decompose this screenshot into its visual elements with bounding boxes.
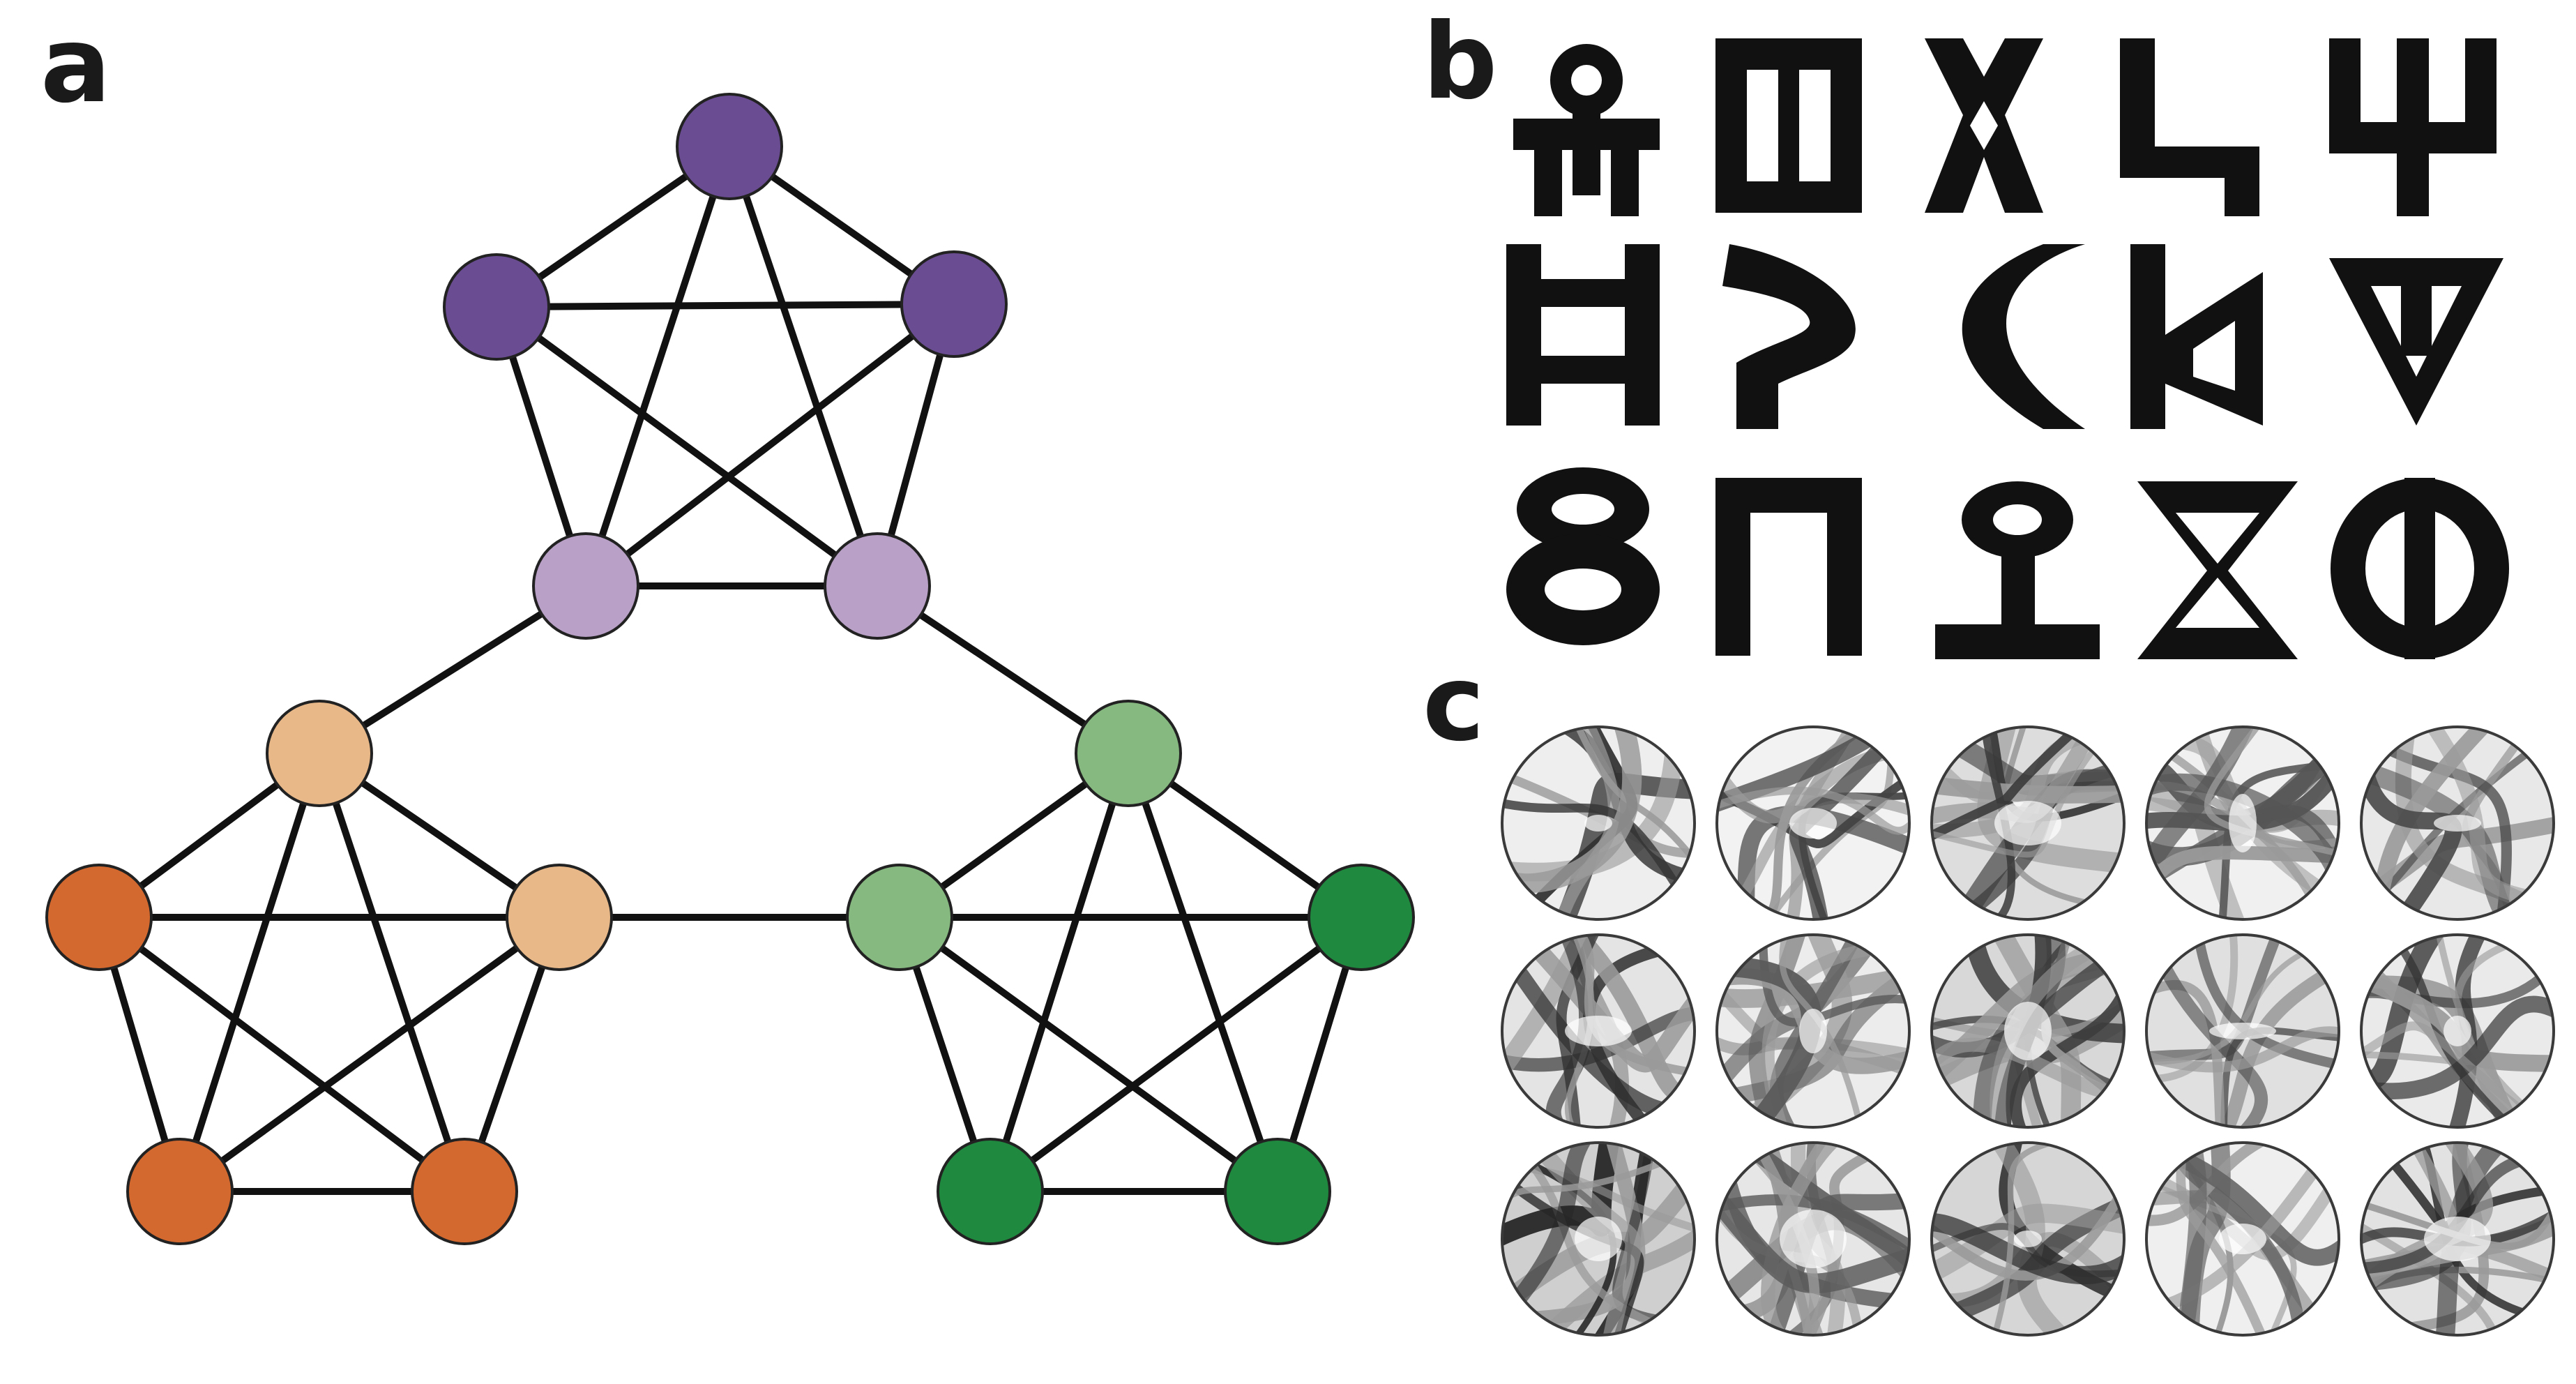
- node-purple-p2: [443, 253, 550, 361]
- edge-o1-o4: [176, 750, 323, 1195]
- texture-1: [1501, 725, 1696, 921]
- figure-eight-glyph: [1506, 467, 1660, 645]
- phi-glyph: [2331, 478, 2509, 659]
- symbol-grid: [1506, 38, 2509, 659]
- flag-glyph: [2130, 244, 2263, 429]
- texture-14: [2145, 1141, 2340, 1337]
- node-orange-o3: [506, 864, 613, 971]
- edge-g1-g5: [1125, 750, 1281, 1195]
- texture-6: [1501, 933, 1696, 1129]
- panel-label-a: a: [40, 5, 111, 126]
- h-glyph: [1506, 244, 1660, 426]
- node-orange-o4: [126, 1138, 234, 1245]
- node-purple-p3: [900, 250, 1008, 358]
- texture-4: [2145, 725, 2340, 921]
- edge-p3-p4: [582, 301, 957, 589]
- texture-13: [1930, 1141, 2126, 1337]
- texture-3: [1930, 725, 2126, 921]
- ankh-glyph: [1935, 481, 2100, 659]
- triangle-glyph: [2329, 258, 2503, 426]
- node-green-g3: [1308, 864, 1415, 971]
- panel-label-c: c: [1423, 643, 1485, 765]
- texture-2: [1715, 725, 1911, 921]
- box-glyph: [1715, 38, 1862, 213]
- texture-12: [1715, 1141, 1911, 1337]
- edge-g3-g4: [987, 914, 1365, 1195]
- node-purple-p4: [532, 532, 639, 640]
- hook-glyph: [1722, 244, 1856, 429]
- texture-11: [1501, 1141, 1696, 1337]
- texture-9: [2145, 933, 2340, 1129]
- network-edges: [96, 143, 1365, 1195]
- edge-o3-o4: [176, 914, 563, 1195]
- edge-p2-p3: [493, 301, 957, 310]
- node-orange-o5: [411, 1138, 518, 1245]
- edge-o2-o5: [96, 914, 468, 1195]
- edge-p1-p4: [582, 143, 733, 589]
- texture-grid: [1501, 725, 2555, 1337]
- edge-o1-o5: [316, 750, 468, 1195]
- node-green-g2: [846, 864, 953, 971]
- trident-glyph: [2329, 38, 2497, 216]
- texture-7: [1715, 933, 1911, 1129]
- edge-g1-g4: [987, 750, 1132, 1195]
- texture-8: [1930, 933, 2126, 1129]
- node-orange-o1: [266, 700, 373, 807]
- crescent-glyph: [1962, 244, 2085, 429]
- node-purple-p5: [824, 532, 931, 640]
- pi-glyph: [1715, 478, 1862, 656]
- texture-5: [2360, 725, 2555, 921]
- node-green-g4: [937, 1138, 1044, 1245]
- node-orange-o2: [45, 864, 153, 971]
- edge-g2-g5: [896, 914, 1281, 1195]
- node-green-g1: [1075, 700, 1182, 807]
- node-green-g5: [1224, 1138, 1331, 1245]
- edge-p1-p5: [726, 143, 881, 589]
- network-nodes: [45, 93, 1415, 1245]
- texture-15: [2360, 1141, 2555, 1337]
- edge-p2-p5: [493, 303, 881, 589]
- key-glyph: [1513, 44, 1660, 216]
- panel-label-b: b: [1423, 1, 1497, 123]
- hourglass-glyph: [2137, 481, 2298, 659]
- network-diagram: [45, 93, 1415, 1245]
- cross-glyph: [1925, 38, 2043, 213]
- corner-glyph: [2120, 38, 2259, 216]
- node-purple-p1: [676, 93, 783, 200]
- texture-10: [2360, 933, 2555, 1129]
